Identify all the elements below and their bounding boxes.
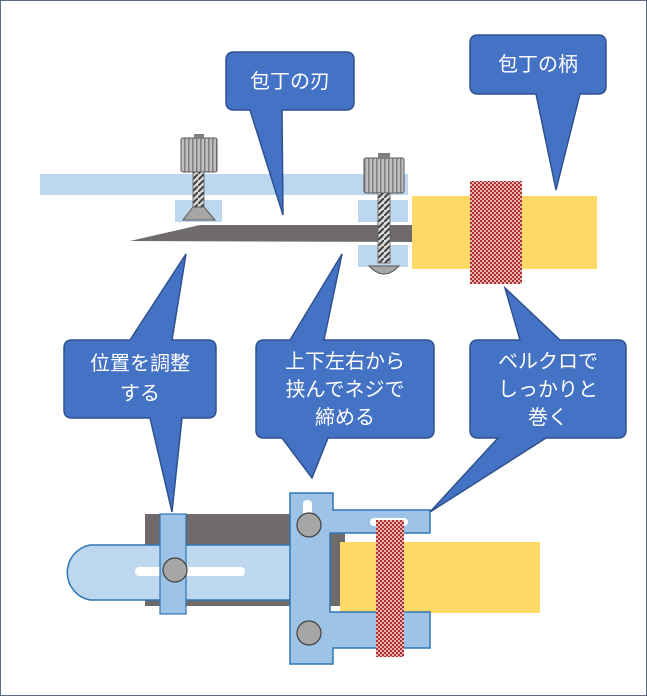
slider-slot bbox=[135, 567, 245, 576]
callout-velcro bbox=[429, 285, 627, 513]
velcro-strap-icon bbox=[470, 181, 522, 284]
bolt-head-icon bbox=[296, 620, 322, 646]
callout-handle-label: 包丁の柄 bbox=[498, 52, 578, 76]
callout-blade-label: 包丁の刃 bbox=[250, 69, 330, 93]
callout-adjust-line1: 位置を調整 bbox=[90, 351, 190, 375]
callout-clamp bbox=[255, 253, 435, 480]
thumb-screw-icon bbox=[363, 153, 405, 275]
callout-handle bbox=[469, 34, 607, 191]
bolt-head-icon bbox=[296, 512, 322, 538]
bottom-handle bbox=[340, 542, 540, 613]
callout-clamp-line3: 締める bbox=[315, 405, 375, 429]
bolt-head-icon bbox=[162, 557, 188, 583]
knife-blade bbox=[130, 225, 412, 242]
callout-adjust bbox=[63, 253, 217, 513]
callout-velcro-line1: ベルクロで bbox=[498, 349, 598, 373]
callout-velcro-line2: しっかりと bbox=[498, 377, 598, 401]
top-rail bbox=[40, 174, 408, 195]
callout-blade bbox=[225, 51, 355, 216]
callout-adjust-line2: する bbox=[120, 381, 160, 405]
callout-clamp-line2: 挟んでネジで bbox=[286, 377, 405, 401]
velcro-strap-icon bbox=[376, 520, 404, 657]
callout-velcro-line3: 巻く bbox=[528, 405, 568, 429]
callout-clamp-line1: 上下左右から bbox=[285, 349, 405, 373]
thumb-screw-icon bbox=[180, 134, 218, 221]
